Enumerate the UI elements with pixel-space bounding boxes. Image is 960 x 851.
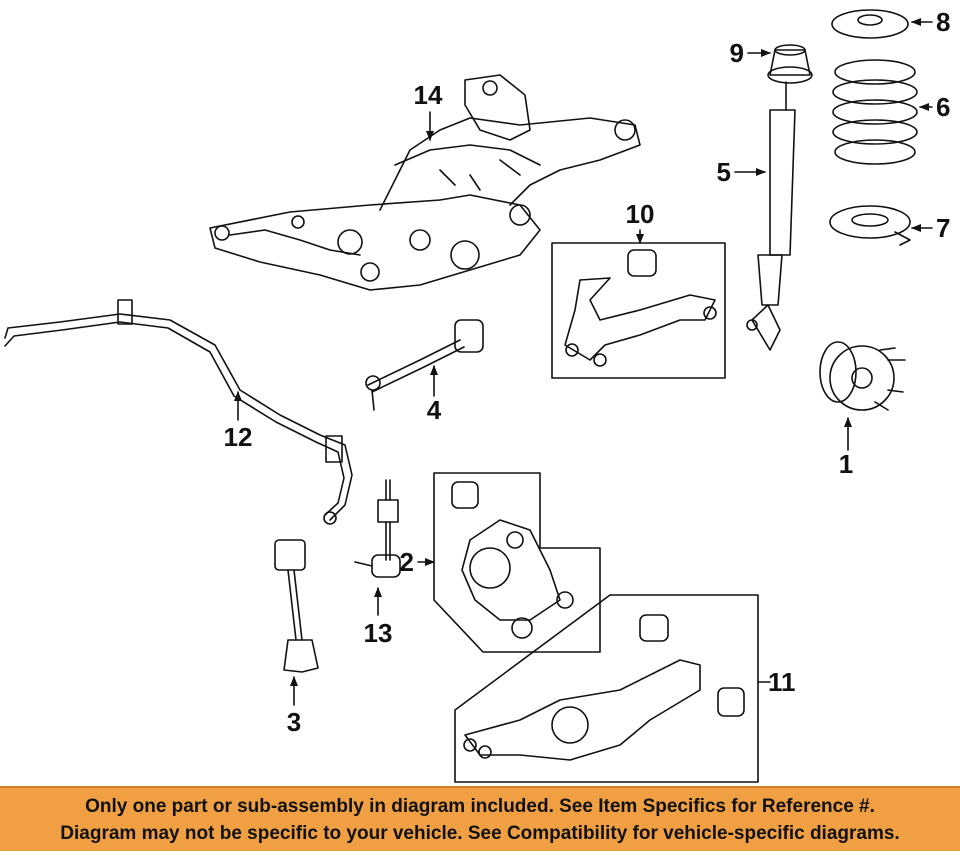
rear-subframe-drawing [209, 74, 641, 291]
rear-link-drawing [274, 539, 319, 673]
callout-7: 7 [936, 213, 950, 243]
callout-12: 12 [224, 422, 253, 452]
callout-13: 13 [364, 618, 393, 648]
callout-11: 11 [768, 667, 796, 697]
callout-10: 10 [626, 199, 655, 229]
leader-lines [234, 18, 933, 706]
callout-1: 1 [839, 449, 853, 479]
callout-14: 14 [414, 80, 443, 110]
upper-mount-drawing [767, 44, 813, 84]
hub-drawing [819, 341, 906, 411]
stabilizer-link-drawing [354, 479, 401, 578]
lower-insulator-drawing [829, 205, 911, 246]
callout-5: 5 [717, 157, 731, 187]
toe-link-drawing [365, 319, 484, 411]
disclaimer-line-1: Only one part or sub-assembly in diagram… [85, 796, 875, 817]
coil-spring-drawing [832, 59, 918, 165]
disclaimer-banner: Only one part or sub-assembly in diagram… [0, 786, 960, 851]
callout-9: 9 [730, 38, 744, 68]
callout-8: 8 [936, 7, 950, 37]
callout-6: 6 [936, 92, 950, 122]
callout-labels: 1 2 3 4 5 6 7 8 9 10 11 12 13 14 [224, 7, 951, 737]
disclaimer-line-2: Diagram may not be specific to your vehi… [60, 823, 900, 844]
callout-4: 4 [427, 395, 442, 425]
shock-absorber-drawing [746, 81, 796, 351]
callout-2: 2 [400, 547, 414, 577]
stabilizer-bar-drawing [4, 299, 353, 525]
upper-control-arm-drawing [551, 242, 726, 379]
knuckle-drawing [433, 472, 601, 653]
callout-3: 3 [287, 707, 301, 737]
lower-control-arm-drawing [454, 594, 759, 783]
insulator-drawing [831, 9, 909, 39]
